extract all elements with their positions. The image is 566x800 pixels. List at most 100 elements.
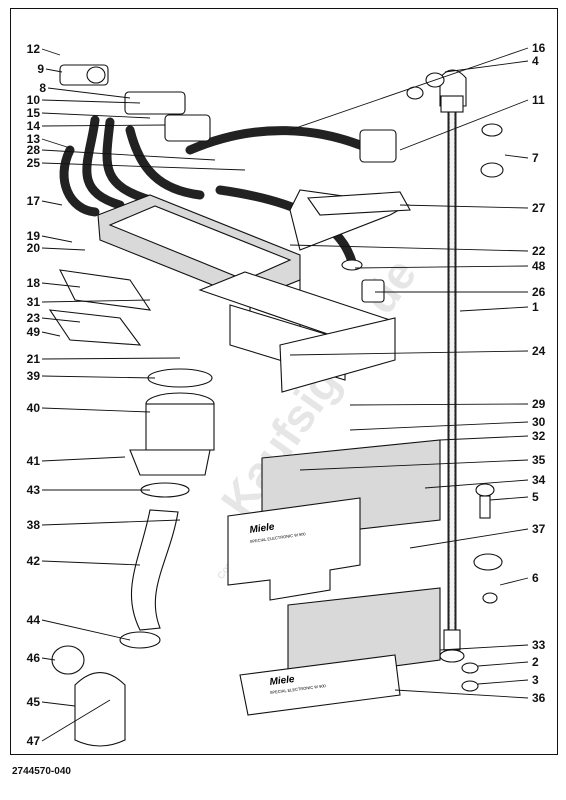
part-label-20: 20 — [27, 241, 41, 255]
inlet-hose — [406, 69, 467, 663]
valve-assembly — [59, 64, 397, 271]
part-label-48: 48 — [532, 259, 546, 273]
brand-logo: Miele — [269, 674, 296, 688]
leader-line-21 — [41, 357, 181, 360]
leader-line-2 — [477, 661, 529, 667]
leader-line-9 — [45, 68, 63, 73]
part-label-37: 37 — [532, 522, 546, 536]
leader-line-25 — [41, 162, 246, 171]
leader-line-30 — [349, 421, 529, 431]
part-label-12: 12 — [27, 42, 41, 56]
part-label-18: 18 — [27, 276, 41, 290]
part-label-19: 19 — [27, 229, 41, 243]
part-label-47: 47 — [27, 734, 41, 748]
leader-line-17 — [41, 200, 63, 206]
leader-lines — [41, 47, 529, 742]
front-panels: Miele SPECIAL ELECTRONIC W 900 Miele SPE… — [227, 123, 504, 716]
part-label-41: 41 — [27, 454, 41, 468]
part-label-33: 33 — [532, 638, 546, 652]
part-label-3: 3 — [532, 673, 539, 687]
drawing-frame — [10, 8, 558, 755]
part-label-29: 29 — [532, 397, 546, 411]
part-label-1: 1 — [532, 300, 539, 314]
part-label-36: 36 — [532, 691, 546, 705]
leader-line-22 — [289, 244, 529, 252]
part-label-7: 7 — [532, 151, 539, 165]
leader-line-14 — [41, 124, 166, 127]
leader-line-6 — [499, 577, 529, 586]
part-label-23: 23 — [27, 311, 41, 325]
drawing-code: 2744570-040 — [12, 766, 71, 777]
brand-sub: SPECIAL ELECTRONIC W 900 — [270, 683, 327, 695]
leader-line-37 — [409, 528, 529, 549]
part-label-40: 40 — [27, 401, 41, 415]
leader-line-11 — [399, 99, 529, 151]
leader-line-20 — [41, 247, 86, 251]
part-label-5: 5 — [532, 490, 539, 504]
part-label-38: 38 — [27, 518, 41, 532]
part-label-10: 10 — [27, 93, 41, 107]
leader-line-3 — [477, 679, 529, 685]
part-label-32: 32 — [532, 429, 546, 443]
part-label-28: 28 — [27, 143, 41, 157]
leader-line-39 — [41, 375, 156, 379]
leader-line-38 — [41, 519, 181, 526]
leader-line-29 — [349, 403, 529, 406]
part-label-49: 49 — [27, 325, 41, 339]
leader-line-44 — [41, 619, 131, 641]
leader-line-10 — [41, 99, 141, 104]
part-label-39: 39 — [27, 369, 41, 383]
leader-line-42 — [41, 560, 141, 566]
part-label-15: 15 — [27, 106, 41, 120]
leader-line-4 — [444, 60, 529, 73]
leader-line-19 — [41, 235, 73, 243]
part-label-45: 45 — [27, 695, 41, 709]
leader-line-23 — [41, 317, 81, 323]
leader-line-36 — [394, 689, 529, 699]
part-label-14: 14 — [27, 119, 41, 133]
leader-line-35 — [299, 459, 529, 471]
leader-line-34 — [424, 479, 529, 489]
leader-line-46 — [41, 657, 56, 661]
leader-line-5 — [489, 496, 529, 501]
leader-line-31 — [41, 299, 151, 303]
part-label-6: 6 — [532, 571, 539, 585]
part-label-44: 44 — [27, 613, 41, 627]
part-label-30: 30 — [532, 415, 546, 429]
leader-line-13 — [41, 138, 71, 149]
part-label-26: 26 — [532, 285, 546, 299]
leader-line-24 — [289, 350, 529, 356]
part-label-31: 31 — [27, 295, 41, 309]
part-label-43: 43 — [27, 483, 41, 497]
brand-logo: Miele — [249, 522, 276, 536]
leader-line-47 — [41, 699, 111, 742]
part-label-24: 24 — [532, 344, 546, 358]
leader-line-28 — [41, 149, 216, 161]
part-label-8: 8 — [39, 81, 46, 95]
part-label-22: 22 — [532, 244, 546, 258]
part-label-35: 35 — [532, 453, 546, 467]
leader-line-1 — [459, 306, 529, 312]
part-label-16: 16 — [532, 41, 546, 55]
leader-line-27 — [399, 204, 529, 209]
leader-line-48 — [354, 265, 529, 269]
leader-line-49 — [41, 331, 61, 337]
leader-line-40 — [41, 407, 151, 413]
leader-line-7 — [504, 154, 529, 159]
leader-line-18 — [41, 282, 81, 288]
part-label-21: 21 — [27, 352, 41, 366]
leader-line-8 — [47, 87, 131, 99]
part-labels: 1298101514132825171920183123492139404143… — [27, 41, 546, 748]
part-label-4: 4 — [532, 54, 539, 68]
leader-line-45 — [41, 701, 76, 707]
leader-line-16 — [289, 47, 529, 131]
leader-line-33 — [439, 644, 529, 651]
part-label-13: 13 — [27, 132, 41, 146]
part-label-25: 25 — [27, 156, 41, 170]
leader-line-15 — [41, 112, 151, 119]
part-label-27: 27 — [532, 201, 546, 215]
leader-line-12 — [41, 48, 61, 56]
leader-line-41 — [41, 456, 126, 462]
part-label-46: 46 — [27, 651, 41, 665]
